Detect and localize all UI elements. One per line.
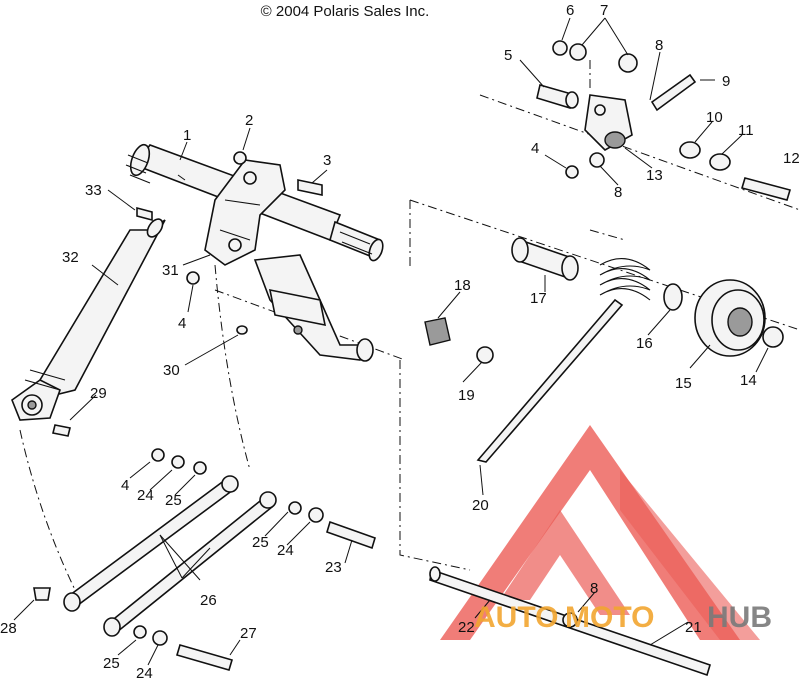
callout-25-lower: 25: [103, 655, 120, 672]
arm-bracket-plate: [204, 159, 286, 266]
assembly-centerlines: [19, 60, 800, 601]
callout-28: 28: [0, 620, 17, 637]
watermark-auto: AUTO: [474, 601, 558, 634]
callout-6: 6: [566, 2, 574, 19]
washer-19: [476, 346, 494, 364]
callout-26: 26: [200, 592, 217, 609]
callout-14: 14: [740, 372, 757, 389]
callout-4-lower: 4: [121, 477, 129, 494]
watermark-hub: HUB: [707, 601, 772, 634]
callout-24-lower: 24: [136, 665, 153, 682]
callout-31: 31: [162, 262, 179, 279]
callout-24-upper: 24: [137, 487, 154, 504]
callout-8-middle: 8: [614, 184, 622, 201]
callout-1: 1: [183, 127, 191, 144]
callout-9: 9: [722, 73, 730, 90]
callout-20: 20: [472, 497, 489, 514]
leader-lines: [13, 17, 769, 666]
callout-32: 32: [62, 249, 79, 266]
callout-11: 11: [738, 122, 754, 139]
callout-7: 7: [600, 2, 608, 19]
autmotohub-watermark-logo: [440, 425, 760, 640]
callout-12: 12: [783, 150, 800, 167]
callout-10: 10: [706, 109, 723, 126]
callout-4-middle: 4: [178, 315, 186, 332]
watermark-text: AUTO MOTO HUB: [474, 601, 772, 634]
copyright-notice: © 2004 Polaris Sales Inc.: [260, 3, 430, 20]
watermark-moto: MOTO: [565, 601, 654, 634]
callout-30: 30: [163, 362, 180, 379]
callout-8-bottom: 8: [590, 580, 598, 597]
shock-absorber: [11, 218, 166, 421]
callout-33: 33: [85, 182, 102, 199]
callout-16: 16: [636, 335, 653, 352]
callout-25-middle: 25: [252, 534, 269, 551]
callout-15: 15: [675, 375, 692, 392]
callout-24-middle: 24: [277, 542, 294, 559]
callout-13: 13: [646, 167, 663, 184]
torsion-spring: [476, 258, 651, 463]
callout-17: 17: [530, 290, 547, 307]
rear-arm-tube: [253, 254, 374, 362]
callout-5: 5: [504, 47, 512, 64]
spring-retainer: [424, 317, 451, 346]
sleeve-tube: [511, 237, 579, 281]
callout-22: 22: [458, 619, 475, 636]
callout-19: 19: [458, 387, 475, 404]
left-hardware: [52, 151, 323, 437]
callout-25-upper: 25: [165, 492, 182, 509]
callout-27: 27: [240, 625, 257, 642]
callout-8-top: 8: [655, 37, 663, 54]
callout-21: 21: [685, 619, 702, 636]
idler-wheel: [663, 279, 784, 357]
callout-3: 3: [323, 152, 331, 169]
callout-4-upper: 4: [531, 140, 539, 157]
lower-link-rods: [63, 475, 277, 637]
callout-18: 18: [454, 277, 471, 294]
upper-right-hardware: [536, 40, 792, 201]
link-hardware: [33, 448, 376, 671]
rear-axle-shaft: [429, 566, 711, 677]
callout-2: 2: [245, 112, 253, 129]
callout-23: 23: [325, 559, 342, 576]
callout-29: 29: [90, 385, 107, 402]
